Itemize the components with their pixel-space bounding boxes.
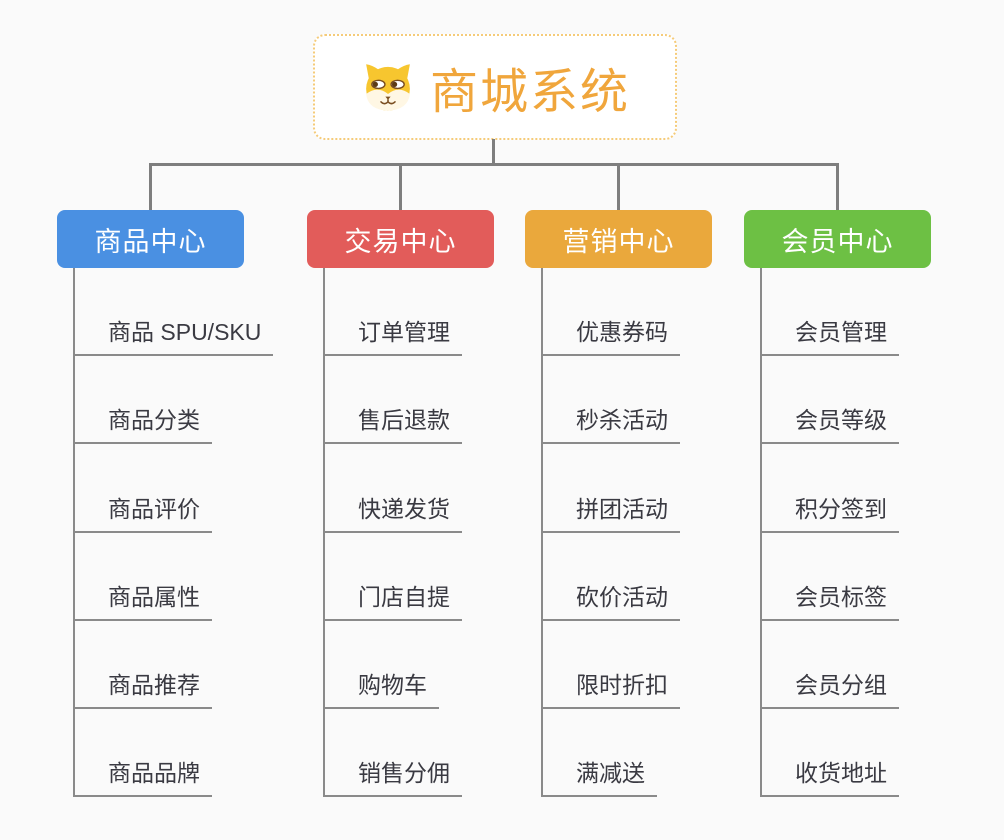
branch-node-product-center[interactable]: 商品中心 xyxy=(57,210,244,268)
branch-label: 营销中心 xyxy=(562,226,675,257)
connector-drop-trade-center xyxy=(399,163,402,211)
leaf-node[interactable]: 商品分类 xyxy=(75,356,273,445)
branch-node-member-center[interactable]: 会员中心 xyxy=(744,210,931,268)
connector-drop-marketing-center xyxy=(617,163,620,211)
branch-product-center: 商品中心 商品 SPU/SKU 商品分类 商品评价 商品属性 商品推荐 商品品牌 xyxy=(57,210,287,798)
leaf-node[interactable]: 收货地址 xyxy=(762,709,899,798)
leaf-node[interactable]: 购物车 xyxy=(325,621,462,709)
leaf-node[interactable]: 销售分佣 xyxy=(325,709,462,798)
leaf-node[interactable]: 拼团活动 xyxy=(543,444,680,533)
leaf-node[interactable]: 秒杀活动 xyxy=(543,356,680,445)
branch-items-member-center: 会员管理 会员等级 积分签到 会员标签 会员分组 收货地址 xyxy=(760,268,899,798)
connector-drop-member-center xyxy=(836,163,839,211)
branch-member-center: 会员中心 会员管理 会员等级 积分签到 会员标签 会员分组 收货地址 xyxy=(744,210,974,798)
branch-items-trade-center: 订单管理 售后退款 快递发货 门店自提 购物车 销售分佣 xyxy=(323,268,462,798)
branch-node-trade-center[interactable]: 交易中心 xyxy=(307,210,494,268)
leaf-node[interactable]: 限时折扣 xyxy=(543,621,680,709)
connector-drop-product-center xyxy=(149,163,152,211)
leaf-node[interactable]: 满减送 xyxy=(543,709,680,798)
leaf-node[interactable]: 会员分组 xyxy=(762,621,899,709)
branch-marketing-center: 营销中心 优惠券码 秒杀活动 拼团活动 砍价活动 限时折扣 满减送 xyxy=(525,210,755,798)
leaf-node[interactable]: 会员标签 xyxy=(762,533,899,621)
leaf-node[interactable]: 商品评价 xyxy=(75,444,273,533)
leaf-node[interactable]: 会员等级 xyxy=(762,356,899,445)
root-title: 商城系统 xyxy=(429,66,630,119)
leaf-node[interactable]: 售后退款 xyxy=(325,356,462,445)
leaf-node[interactable]: 商品推荐 xyxy=(75,621,273,709)
dog-face-icon xyxy=(366,64,410,111)
leaf-node[interactable]: 商品属性 xyxy=(75,533,273,621)
leaf-node[interactable]: 快递发货 xyxy=(325,444,462,533)
connector-root-stem xyxy=(492,139,495,164)
leaf-node[interactable]: 砍价活动 xyxy=(543,533,680,621)
root-node[interactable]: 商城系统 xyxy=(313,34,677,140)
branch-items-product-center: 商品 SPU/SKU 商品分类 商品评价 商品属性 商品推荐 商品品牌 xyxy=(73,268,274,798)
branch-label: 商品中心 xyxy=(94,226,207,257)
leaf-node[interactable]: 积分签到 xyxy=(762,444,899,533)
connector-rail xyxy=(149,163,839,166)
branch-label: 会员中心 xyxy=(781,226,894,257)
branch-items-marketing-center: 优惠券码 秒杀活动 拼团活动 砍价活动 限时折扣 满减送 xyxy=(541,268,680,798)
leaf-node[interactable]: 门店自提 xyxy=(325,533,462,621)
branch-node-marketing-center[interactable]: 营销中心 xyxy=(525,210,712,268)
leaf-node[interactable]: 商品品牌 xyxy=(75,709,273,798)
leaf-node[interactable]: 订单管理 xyxy=(325,268,462,357)
leaf-node[interactable]: 优惠券码 xyxy=(543,268,680,357)
leaf-node[interactable]: 商品 SPU/SKU xyxy=(75,268,274,357)
leaf-node[interactable]: 会员管理 xyxy=(762,268,899,357)
branch-label: 交易中心 xyxy=(344,226,457,257)
branch-trade-center: 交易中心 订单管理 售后退款 快递发货 门店自提 购物车 销售分佣 xyxy=(307,210,537,798)
